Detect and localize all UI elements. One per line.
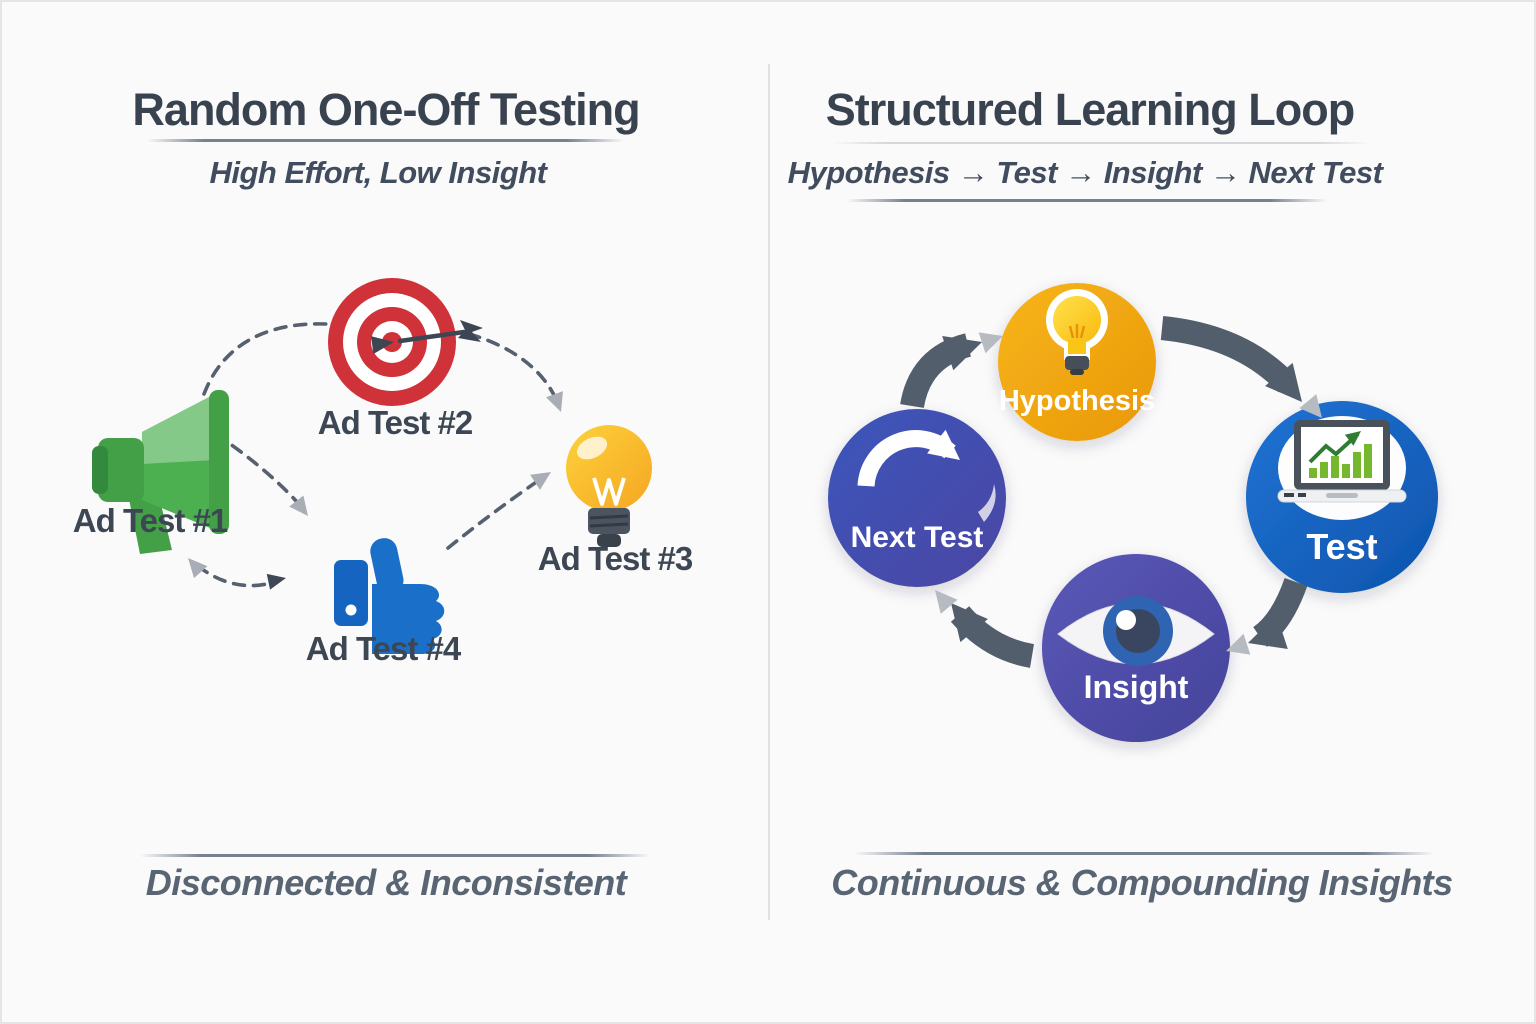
- dashed-arrow-megaphone-to-target: [202, 322, 328, 396]
- arrowhead-icon: [1248, 614, 1288, 649]
- loop-step-label-test: Test: [1306, 526, 1377, 567]
- arrowhead-icon: [951, 603, 988, 643]
- loop-arrows: [900, 316, 1322, 668]
- node-label-ad-test-2: Ad Test #2: [317, 404, 473, 441]
- loop-step-label-insight: Insight: [1084, 669, 1189, 705]
- target-icon: [328, 278, 483, 406]
- learning-loop-diagram: Hypothesis Test: [828, 283, 1438, 742]
- arrowhead-light-icon: [935, 590, 958, 614]
- dart-arrow-icon: [370, 320, 483, 354]
- hypothesis-lightbulb-icon: [1046, 289, 1108, 375]
- right-caption: Continuous & Compounding Insights: [831, 862, 1453, 903]
- left-title-underline: [147, 139, 624, 142]
- eye-icon: [1057, 596, 1215, 666]
- loop-arrow-hypothesis-to-test: [1160, 316, 1296, 393]
- arrowhead-icon: [266, 573, 286, 590]
- left-panel-subtitle: High Effort, Low Insight: [209, 155, 548, 190]
- lightbulb-icon: [566, 425, 652, 547]
- arrowhead-icon: [1265, 362, 1302, 402]
- left-caption-rule: [140, 854, 650, 857]
- dashed-arrow-thumbsup-to-lightbulb: [446, 474, 547, 550]
- dashed-arrow-megaphone-to-thumbsup: [214, 432, 306, 512]
- left-panel-title: Random One-Off Testing: [132, 84, 640, 135]
- arrowhead-light-icon: [1226, 633, 1251, 655]
- right-title-underline: [832, 142, 1372, 144]
- node-label-ad-test-4: Ad Test #4: [305, 630, 461, 667]
- node-label-ad-test-1: Ad Test #1: [72, 502, 228, 539]
- thumbs-up-icon: [334, 538, 445, 654]
- vertical-divider: [768, 64, 770, 920]
- dashed-arrow-target-to-lightbulb: [467, 332, 560, 406]
- dashed-arrowheads: [188, 391, 563, 590]
- right-caption-rule: [854, 852, 1434, 855]
- dashed-arrow-label1-to-thumbsup: [196, 564, 280, 588]
- loop-step-label-hypothesis: Hypothesis: [999, 385, 1155, 417]
- arrowhead-icon: [188, 558, 208, 579]
- arrowhead-icon: [546, 391, 563, 412]
- arrowhead-icon: [942, 336, 982, 371]
- arrowhead-icon: [289, 495, 308, 516]
- megaphone-icon: [92, 390, 229, 554]
- node-label-ad-test-3: Ad Test #3: [537, 540, 693, 577]
- loop-arrow-icon: [857, 429, 996, 522]
- arrowhead-light-icon: [978, 332, 1003, 354]
- loop-step-label-next-test: Next Test: [851, 521, 984, 554]
- laptop-chart-icon: [1277, 416, 1407, 520]
- arrowhead-icon: [530, 472, 551, 490]
- right-subtitle-underline: [847, 199, 1327, 202]
- right-panel-title: Structured Learning Loop: [825, 84, 1356, 135]
- right-panel-subtitle: Hypothesis → Test → Insight → Next Test: [787, 155, 1383, 190]
- left-caption: Disconnected & Inconsistent: [145, 862, 627, 903]
- arrowhead-light-icon: [1299, 394, 1322, 418]
- random-testing-diagram: [92, 278, 652, 654]
